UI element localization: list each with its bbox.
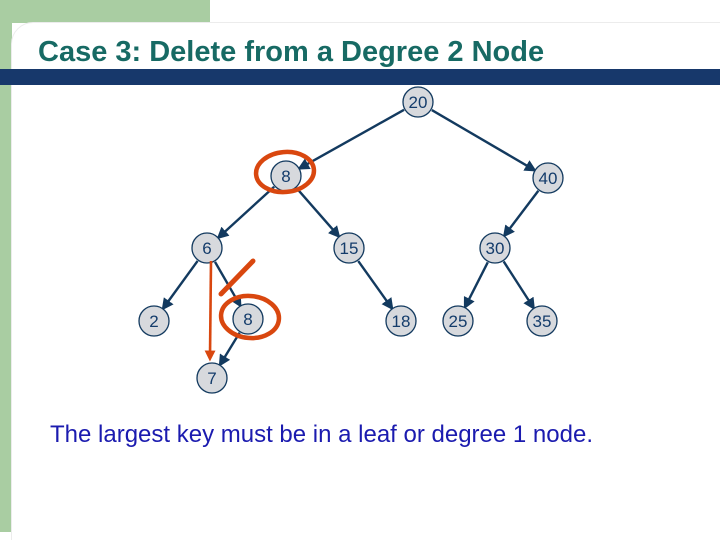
tree-node-label-n40: 40 bbox=[539, 169, 558, 188]
tree-node-circle-n7 bbox=[196, 362, 228, 394]
tree-node-circle-n25 bbox=[442, 305, 474, 337]
tree-edge-n30-n35 bbox=[502, 260, 535, 311]
tree-node-circle-n6 bbox=[191, 232, 223, 264]
tree-node-label-n30: 30 bbox=[486, 239, 505, 258]
tree-node-circle-n18 bbox=[385, 305, 417, 337]
tree-edge-n20-n40 bbox=[431, 109, 537, 172]
red-strike-edge-6-to-8 bbox=[218, 258, 256, 297]
green-left-strip bbox=[0, 0, 12, 532]
tree-node-label-n7: 7 bbox=[207, 369, 216, 388]
tree-node-label-n8a: 8 bbox=[281, 167, 290, 186]
tree-node-label-n15: 15 bbox=[340, 239, 359, 258]
tree-edge-n6-n8b bbox=[213, 261, 242, 308]
tree-node-circle-n35 bbox=[526, 305, 558, 337]
tree-node-label-n6: 6 bbox=[202, 239, 211, 258]
red-arrow-6-down-to-7 bbox=[204, 260, 216, 362]
tree-node-circle-n40 bbox=[532, 162, 564, 194]
tree-node-label-n25: 25 bbox=[449, 312, 468, 331]
tree-node-label-n2: 2 bbox=[149, 312, 158, 331]
tree-edge-n30-n25 bbox=[463, 261, 489, 310]
red-circle-node-8-top bbox=[253, 149, 317, 195]
slide-title: Case 3: Delete from a Degree 2 Node bbox=[38, 36, 545, 68]
red-circle-node-8-lower bbox=[218, 293, 282, 341]
tree-node-circle-n15 bbox=[333, 232, 365, 264]
footnote-text: The largest key must be in a leaf or deg… bbox=[50, 421, 593, 448]
tree-nodes: 20 8 40 6 15 30 2 8 18 25 35 7 bbox=[138, 86, 564, 394]
tree-node-label-n20: 20 bbox=[409, 93, 428, 112]
tree-edge-n40-n30 bbox=[502, 190, 540, 238]
tree-node-label-n35: 35 bbox=[533, 312, 552, 331]
tree-node-circle-n30 bbox=[479, 232, 511, 264]
content-card bbox=[11, 22, 720, 540]
green-top-band bbox=[0, 0, 210, 23]
red-annotations bbox=[204, 149, 317, 362]
tree-edge-n6-n2 bbox=[161, 260, 199, 311]
tree-edge-n8a-n6 bbox=[216, 185, 275, 240]
tree-node-circle-n2 bbox=[138, 305, 170, 337]
tree-edge-n20-n8a bbox=[297, 108, 405, 170]
tree-edge-n15-n18 bbox=[357, 260, 394, 311]
tree-edge-n8a-n15 bbox=[295, 187, 341, 239]
tree-node-circle-n8b bbox=[232, 303, 264, 335]
tree-node-label-n8b: 8 bbox=[243, 310, 252, 329]
tree-node-circle-n20 bbox=[402, 86, 434, 118]
title-underline-bar bbox=[0, 69, 720, 85]
tree-node-label-n18: 18 bbox=[392, 312, 411, 331]
